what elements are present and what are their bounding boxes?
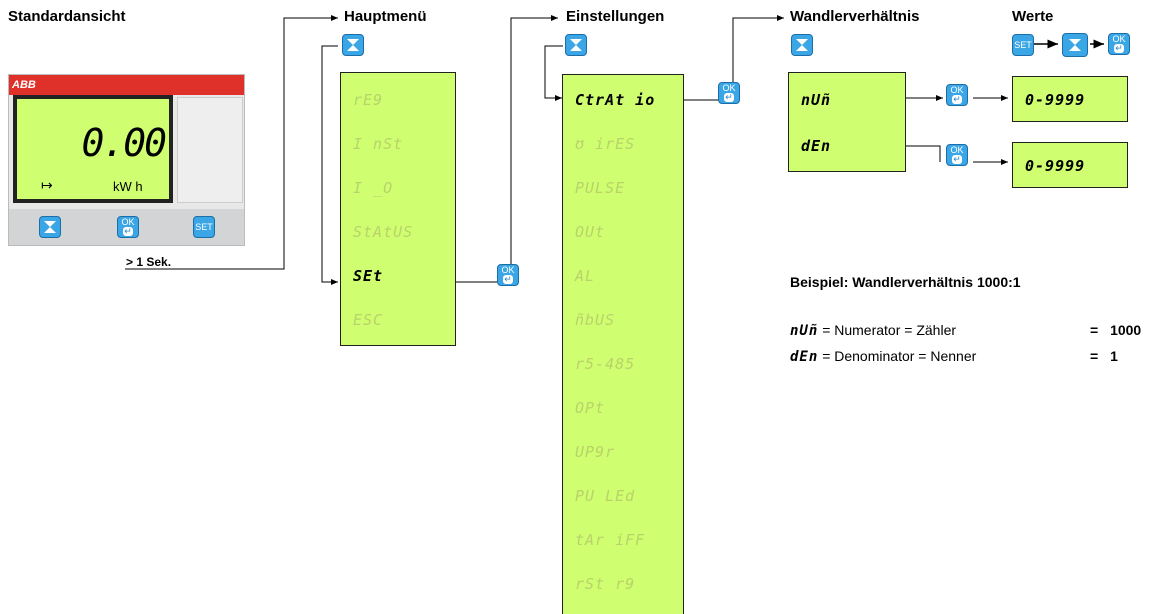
settings-item: tAr iFF [575, 531, 646, 549]
example-text: = Denominator = Nenner [822, 348, 977, 364]
settings-item: UP9r [575, 443, 616, 461]
main-menu-item: ESC [353, 311, 384, 329]
header-standard-view: Standardansicht [8, 8, 126, 25]
ratio-item-numerator: nUñ [801, 91, 832, 109]
value-box-denominator: 0-9999 [1012, 142, 1128, 188]
example-text: = Numerator = Zähler [822, 322, 957, 338]
button-strip: OK ↵ SET [9, 209, 244, 245]
ok-button-ctratio[interactable]: OK ↵ [718, 82, 740, 104]
header-settings: Einstellungen [566, 8, 665, 25]
enter-icon: ↵ [1114, 43, 1124, 53]
abb-logo: ABB [9, 75, 244, 95]
example-value: 1 [1110, 348, 1118, 364]
values-down-button[interactable] [1062, 33, 1088, 57]
settings-item: OPt [575, 399, 606, 417]
hourglass-down-icon [1069, 39, 1081, 51]
ok-button-numerator[interactable]: OK ↵ [946, 84, 968, 106]
main-menu-item: I _O [353, 179, 394, 197]
header-ratio: Wandlerverhältnis [790, 8, 920, 25]
ratio-panel: nUñ dEn [788, 72, 906, 172]
unit-label: kW h [113, 179, 143, 194]
example-row-denominator: dEn = Denominator = Nenner [790, 348, 976, 365]
example-code: nUñ [790, 323, 819, 339]
display-bezel: 0.00 ↦ kW h [13, 95, 173, 203]
main-menu-item: StAtUS [353, 223, 414, 241]
settings-item: PU LEd [575, 487, 636, 505]
example-title: Beispiel: Wandlerverhältnis 1000:1 [790, 274, 1021, 290]
hourglass-down-icon [796, 39, 808, 51]
example-value: 1000 [1110, 322, 1142, 338]
hold-hint: > 1 Sek. [126, 255, 172, 269]
ratio-item-denominator: dEn [801, 137, 832, 155]
main-menu-item: rE9 [353, 91, 384, 109]
settings-item: ʊ irES [575, 135, 636, 153]
ok-button-denominator[interactable]: OK ↵ [946, 144, 968, 166]
values-ok-button[interactable]: OK ↵ [1108, 33, 1130, 55]
set-button[interactable]: SET [193, 216, 215, 238]
meter-reading: 0.00 [81, 121, 167, 165]
side-panel [177, 97, 243, 203]
example-eq: = [1090, 322, 1099, 338]
settings-item: PULSE [575, 179, 626, 197]
enter-icon: ↵ [724, 92, 734, 102]
settings-item: AL [575, 267, 596, 285]
example-row-numerator: nUñ = Numerator = Zähler [790, 322, 956, 339]
value-range-numerator: 0-9999 [1025, 91, 1086, 109]
example-code: dEn [790, 349, 819, 365]
down-button[interactable] [39, 216, 61, 238]
values-set-button[interactable]: SET [1012, 34, 1034, 56]
example-value-numerator: = 1000 [1090, 322, 1141, 338]
value-box-numerator: 0-9999 [1012, 76, 1128, 122]
main-menu-down-button[interactable] [342, 34, 364, 56]
example-eq: = [1090, 348, 1099, 364]
value-range-denominator: 0-9999 [1025, 157, 1086, 175]
settings-item: CtrAt io [575, 91, 656, 109]
example-value-denominator: = 1 [1090, 348, 1118, 364]
header-values: Werte [1012, 8, 1054, 25]
hourglass-down-icon [347, 39, 359, 51]
enter-icon: ↵ [952, 154, 962, 164]
lcd-screen: 0.00 ↦ kW h [17, 99, 169, 199]
header-main-menu: Hauptmenü [344, 8, 427, 25]
settings-item: rSt r9 [575, 575, 636, 593]
main-menu-item: I nSt [353, 135, 404, 153]
settings-down-button[interactable] [565, 34, 587, 56]
hourglass-down-icon [570, 39, 582, 51]
enter-icon: ↵ [503, 274, 513, 284]
ratio-down-button[interactable] [791, 34, 813, 56]
settings-item: r5-485 [575, 355, 636, 373]
main-menu-item: SEt [353, 267, 384, 285]
hourglass-down-icon [44, 221, 56, 233]
settings-item: OUt [575, 223, 606, 241]
meter-device: ABB 0.00 ↦ kW h OK ↵ SET [8, 74, 245, 246]
ok-button[interactable]: OK ↵ [117, 216, 139, 238]
ok-button-set[interactable]: OK ↵ [497, 264, 519, 286]
enter-icon: ↵ [123, 226, 133, 236]
enter-icon: ↵ [952, 94, 962, 104]
direction-arrow-icon: ↦ [41, 177, 53, 193]
settings-item: ñbUS [575, 311, 616, 329]
